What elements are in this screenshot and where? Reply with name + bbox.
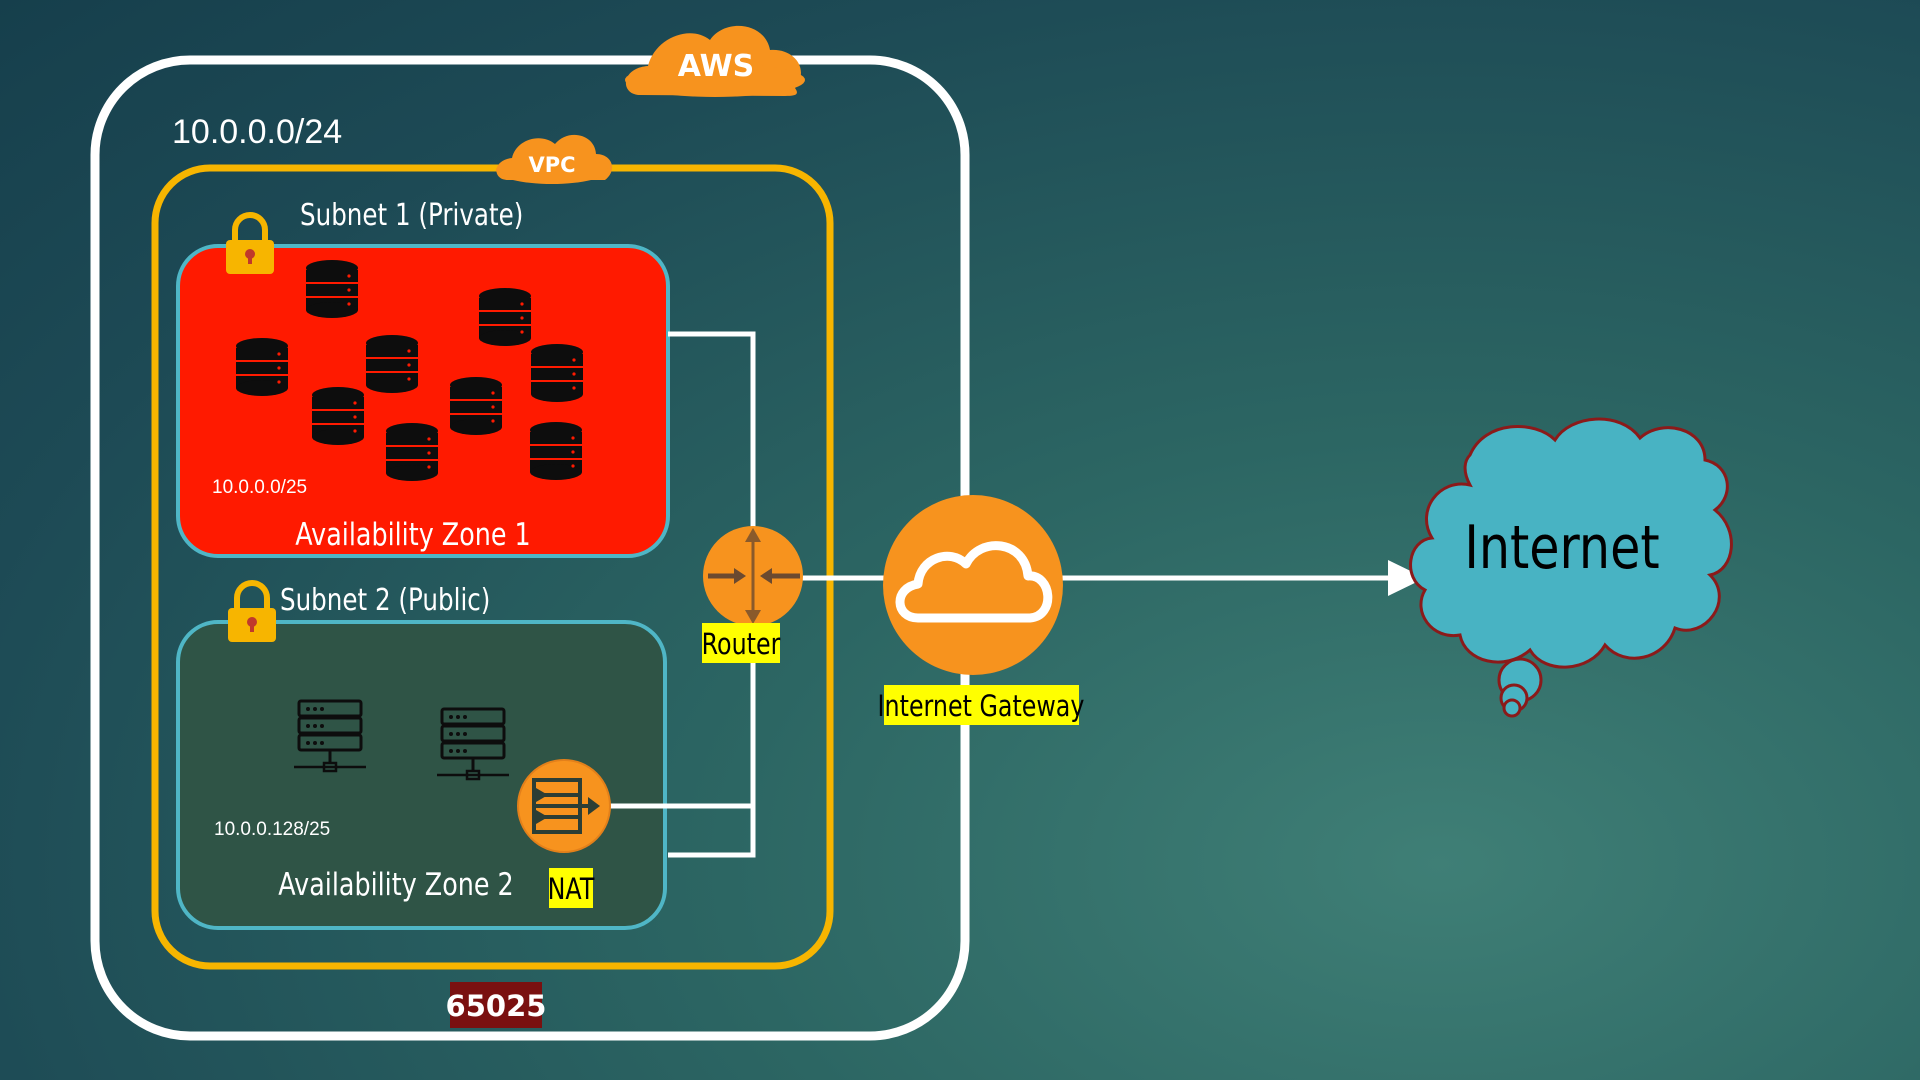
router-icon <box>703 526 803 626</box>
nat-label-bg <box>549 868 593 908</box>
gateway-label-bg <box>884 685 1079 725</box>
internet-cloud-icon <box>1409 417 1733 718</box>
internet-label: Internet <box>1464 512 1659 582</box>
subnet1-padlock-icon <box>226 215 274 274</box>
subnet1-title: Subnet 1 (Private) <box>300 199 523 233</box>
subnet2-cidr: 10.0.0.128/25 <box>214 819 330 840</box>
router-label: Router <box>702 628 781 662</box>
vpc-cloud-icon <box>496 134 613 184</box>
database-icon <box>386 423 438 481</box>
asn-badge-bg <box>450 982 542 1028</box>
vpc-boundary <box>151 164 834 970</box>
arrow-head <box>1388 560 1425 596</box>
database-icon <box>236 338 288 396</box>
aws-cloud-icon <box>625 25 805 97</box>
internet-gateway-cloud-icon <box>883 495 1063 675</box>
subnet2-title: Subnet 2 (Public) <box>280 584 490 618</box>
database-icon <box>450 377 502 435</box>
database-icon <box>531 344 583 402</box>
subnet2-box <box>176 620 667 930</box>
nat-label: NAT <box>548 873 595 907</box>
subnet1-zone: Availability Zone 1 <box>295 517 530 553</box>
aws-label: AWS <box>678 49 755 84</box>
router-label-bg <box>702 623 780 663</box>
subnet2-padlock-icon <box>228 583 276 642</box>
vpc-label: VPC <box>528 153 575 177</box>
nat-gateway-icon <box>517 759 611 853</box>
database-icon <box>366 335 418 393</box>
database-icon <box>530 422 582 480</box>
subnet1-cidr: 10.0.0.0/25 <box>212 477 307 498</box>
subnet1-box <box>176 244 670 558</box>
database-icon <box>306 260 358 318</box>
database-icon <box>479 288 531 346</box>
asn-badge: 65025 <box>446 989 547 1023</box>
subnet2-zone: Availability Zone 2 <box>278 867 513 903</box>
database-icon <box>312 387 364 445</box>
gateway-label: Internet Gateway <box>878 690 1085 724</box>
vpc-cidr: 10.0.0.0/24 <box>172 113 342 151</box>
